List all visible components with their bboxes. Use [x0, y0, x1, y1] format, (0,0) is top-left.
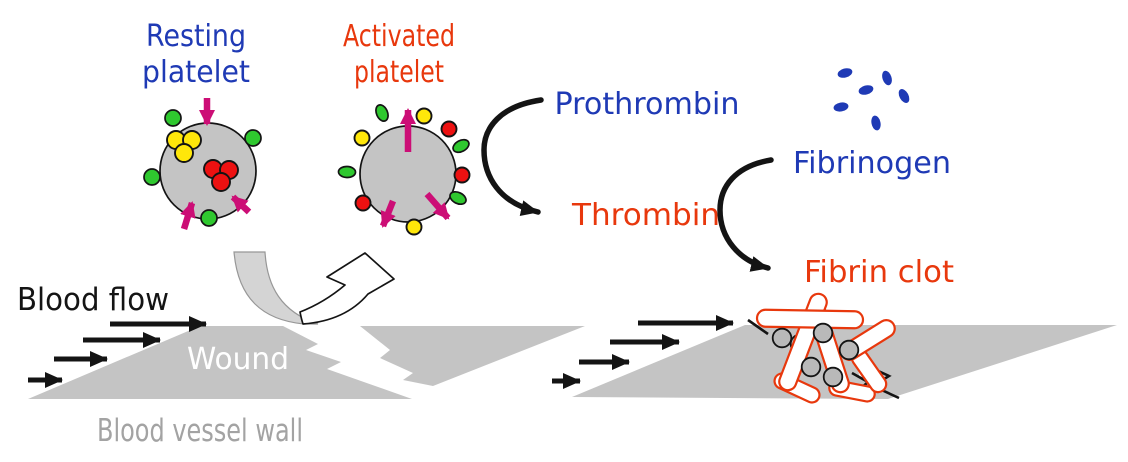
fibrinogen-label: Fibrinogen [793, 146, 951, 181]
fibrinogen-molecule [858, 85, 874, 95]
outward-signal-arrows [379, 108, 451, 228]
left-vessel-wall: Wound [28, 326, 585, 399]
wound-fragment-shape [360, 326, 585, 386]
activated-platelet-group: Activated platelet [337, 19, 471, 236]
released-granule [440, 120, 458, 138]
signal-arrow-icon [424, 191, 451, 221]
receptor-dot [244, 129, 262, 147]
fibrinogen-molecule [898, 89, 910, 103]
yellow-granule-cluster [166, 130, 202, 163]
trapped-cell [812, 322, 834, 344]
blood-vessel-wall-label: Blood vessel wall [97, 413, 303, 449]
receptor-oval [449, 190, 467, 206]
fibrinogen-molecule [882, 70, 892, 86]
conversion-arrow-icon [481, 97, 544, 216]
trapped-cell [771, 327, 793, 349]
fibrin-clot-label: Fibrin clot [804, 255, 954, 290]
signal-arrow-icon [230, 194, 252, 215]
right-vessel-wall [552, 292, 1117, 404]
fibrinogen-molecule [871, 115, 881, 131]
blood-flow-label: Blood flow [17, 282, 169, 318]
trapped-cell [800, 356, 822, 378]
fibrinogen-fibrin-conversion: Fibrinogen Fibrin clot [717, 68, 954, 290]
receptor-dot [164, 109, 182, 127]
released-granule [353, 129, 371, 147]
right-wall-shape [572, 325, 1117, 399]
receptor-dot [143, 168, 161, 186]
signal-arrow-icon [379, 199, 397, 228]
thrombin-label: Thrombin [571, 198, 720, 233]
released-granule [415, 107, 433, 125]
receptor-oval [337, 165, 357, 179]
trapped-cell [822, 366, 844, 388]
prothrombin-label: Prothrombin [555, 87, 740, 122]
wound-mound-shape [28, 326, 412, 399]
released-granule [453, 166, 471, 184]
fibrin-strand [755, 308, 865, 330]
conversion-arrow-icon [717, 157, 774, 272]
swoosh-white-arrow [299, 252, 395, 325]
activation-swoosh-arrow-icon [233, 251, 395, 325]
blood-flow-arrows-right [552, 315, 734, 389]
released-granule [405, 218, 423, 236]
inward-signal-arrows [180, 98, 252, 230]
fibrinogen-molecules [833, 68, 910, 131]
signal-arrow-icon [180, 201, 196, 230]
resting-platelet-label-line2: platelet [142, 55, 250, 90]
prothrombin-thrombin-conversion: Prothrombin Thrombin [481, 87, 740, 233]
swoosh-gray-ribbon [233, 251, 319, 325]
resting-platelet-label-line1: Resting [146, 19, 246, 54]
red-granule-cluster [203, 159, 239, 192]
activated-platelet-label-line2: platelet [354, 55, 444, 90]
resting-platelet-group: Resting platelet [142, 19, 262, 230]
receptor-dot [200, 209, 218, 227]
trapped-cell [838, 339, 860, 361]
activated-platelet-label-line1: Activated [343, 19, 455, 54]
receptor-oval [452, 138, 470, 154]
fibrinogen-molecule [837, 68, 853, 78]
crack-line [747, 318, 769, 336]
blood-flow-arrows-left [28, 316, 207, 388]
wound-label: Wound [187, 342, 289, 377]
fibrinogen-molecule [833, 102, 849, 112]
released-granule [354, 194, 372, 212]
receptor-oval [375, 104, 389, 122]
fibrin-clot-group [755, 292, 896, 404]
